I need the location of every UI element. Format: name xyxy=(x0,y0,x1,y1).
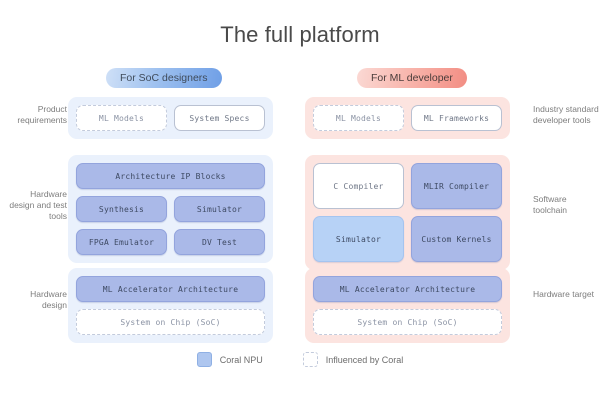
legend-item-dashed: Influenced by Coral xyxy=(302,352,404,367)
node-system-specs[interactable]: System Specs xyxy=(174,105,265,131)
node-row: ML Accelerator Architecture xyxy=(313,276,502,302)
node-row: Architecture IP Blocks xyxy=(76,163,265,189)
node-row: FPGA Emulator DV Test xyxy=(76,229,265,255)
node-custom-kernels[interactable]: Custom Kernels xyxy=(411,216,502,262)
node-mlir-compiler[interactable]: MLIR Compiler xyxy=(411,163,502,209)
node-row: Synthesis Simulator xyxy=(76,196,265,222)
node-row: System on Chip (SoC) xyxy=(76,309,265,335)
node-ml-accelerator-architecture[interactable]: ML Accelerator Architecture xyxy=(313,276,502,302)
node-ml-models[interactable]: ML Models xyxy=(313,105,404,131)
side-label-product-requirements: Product requirements xyxy=(17,104,67,125)
node-synthesis[interactable]: Synthesis xyxy=(76,196,167,222)
side-label-hardware-target: Hardware target xyxy=(533,289,594,299)
node-row: System on Chip (SoC) xyxy=(313,309,502,335)
node-ml-models[interactable]: ML Models xyxy=(76,105,167,131)
legend-label: Coral NPU xyxy=(219,354,263,365)
node-system-on-chip-soc[interactable]: System on Chip (SoC) xyxy=(76,309,265,335)
influenced-by-coral-swatch-icon xyxy=(302,352,318,367)
node-architecture-ip-blocks[interactable]: Architecture IP Blocks xyxy=(76,163,265,189)
coral-npu-swatch-icon xyxy=(196,352,212,367)
legend-item-coral: Coral NPU xyxy=(196,352,263,367)
node-dv-test[interactable]: DV Test xyxy=(174,229,265,255)
node-row: ML Models ML Frameworks xyxy=(313,105,502,131)
node-ml-accelerator-architecture[interactable]: ML Accelerator Architecture xyxy=(76,276,265,302)
node-simulator[interactable]: Simulator xyxy=(313,216,404,262)
node-row: ML Models System Specs xyxy=(76,105,265,131)
node-fpga-emulator[interactable]: FPGA Emulator xyxy=(76,229,167,255)
panel-soc-1: ML Models System Specs xyxy=(68,97,273,139)
legend-label: Influenced by Coral xyxy=(325,354,404,365)
legend: Coral NPU Influenced by Coral xyxy=(0,352,600,367)
node-c-compiler[interactable]: C Compiler xyxy=(313,163,404,209)
side-label-industry-standard-developer-tools: Industry standard developer tools xyxy=(533,104,599,125)
page-title: The full platform xyxy=(220,22,380,47)
badge-for-soc-designers: For SoC designers xyxy=(106,68,222,88)
side-label-hardware-design: Hardware design xyxy=(30,289,67,310)
node-simulator[interactable]: Simulator xyxy=(174,196,265,222)
node-ml-frameworks[interactable]: ML Frameworks xyxy=(411,105,502,131)
node-system-on-chip-soc[interactable]: System on Chip (SoC) xyxy=(313,309,502,335)
node-row: ML Accelerator Architecture xyxy=(76,276,265,302)
badge-for-ml-developer: For ML developer xyxy=(357,68,467,88)
side-label-hardware-design-and-test-tools: Hardware design and test tools xyxy=(9,189,67,221)
side-label-software-toolchain: Software toolchain xyxy=(533,194,568,215)
panel-ml-1: ML Models ML Frameworks xyxy=(305,97,510,139)
